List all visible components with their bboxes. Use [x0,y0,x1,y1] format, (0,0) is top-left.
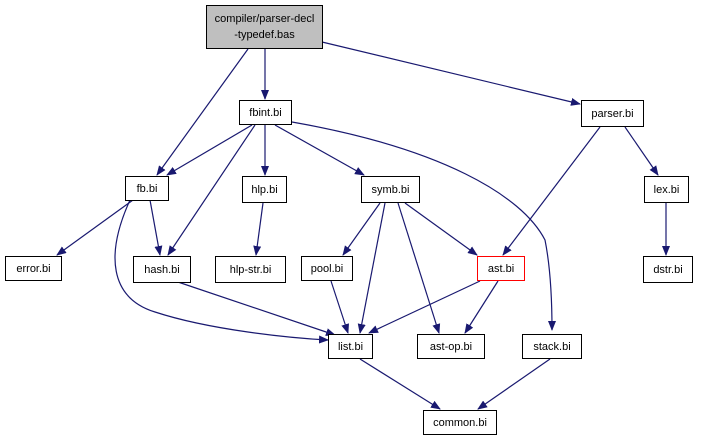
edge-root-to-fb [156,48,249,176]
node-root-label-line2: -typedef.bas [234,29,295,41]
node-ast[interactable]: ast.bi [477,256,525,281]
node-dstr[interactable]: dstr.bi [643,256,693,283]
node-hash[interactable]: hash.bi [133,256,191,283]
edge-fb-to-list [114,199,329,344]
node-parser[interactable]: parser.bi [581,100,644,127]
node-lex[interactable]: lex.bi [644,176,689,203]
edge-symb-to-list [357,202,386,334]
edge-list-to-common [359,358,441,410]
node-pool[interactable]: pool.bi [301,256,353,281]
edge-ast-to-ast-op [464,280,499,334]
edge-symb-to-ast-op [397,202,441,334]
edge-fbint-to-stack [291,121,556,331]
node-fb[interactable]: fb.bi [125,176,169,201]
edge-fb-to-error [56,199,134,256]
edge-hash-to-list [174,280,336,336]
edge-hlp-to-hlp-str [253,202,264,256]
node-fbint[interactable]: fbint.bi [239,100,292,125]
node-list[interactable]: list.bi [328,334,373,359]
node-common[interactable]: common.bi [423,410,497,435]
edge-fbint-to-fb [166,124,253,176]
node-hlp[interactable]: hlp.bi [242,176,287,203]
edge-fb-to-hash [149,199,163,256]
node-ast-op[interactable]: ast-op.bi [417,334,485,359]
node-symb[interactable]: symb.bi [361,176,420,203]
node-root-label-line1: compiler/parser-decl [214,13,315,25]
edge-fbint-to-hash [167,124,256,256]
edge-fbint-to-symb [274,124,365,176]
edge-parser-to-lex [624,126,659,176]
edge-pool-to-list [330,280,350,334]
edge-stack-to-common [477,358,551,410]
edge-symb-to-ast [404,202,478,256]
node-stack[interactable]: stack.bi [522,334,582,359]
edge-parser-to-ast [502,126,601,256]
node-root-file: compiler/parser-decl -typedef.bas [206,5,323,49]
edge-symb-to-pool [342,202,381,256]
edge-ast-to-list [368,280,481,334]
node-hlp-str[interactable]: hlp-str.bi [215,256,286,283]
edge-root-to-parser [321,41,581,106]
node-error[interactable]: error.bi [5,256,62,281]
